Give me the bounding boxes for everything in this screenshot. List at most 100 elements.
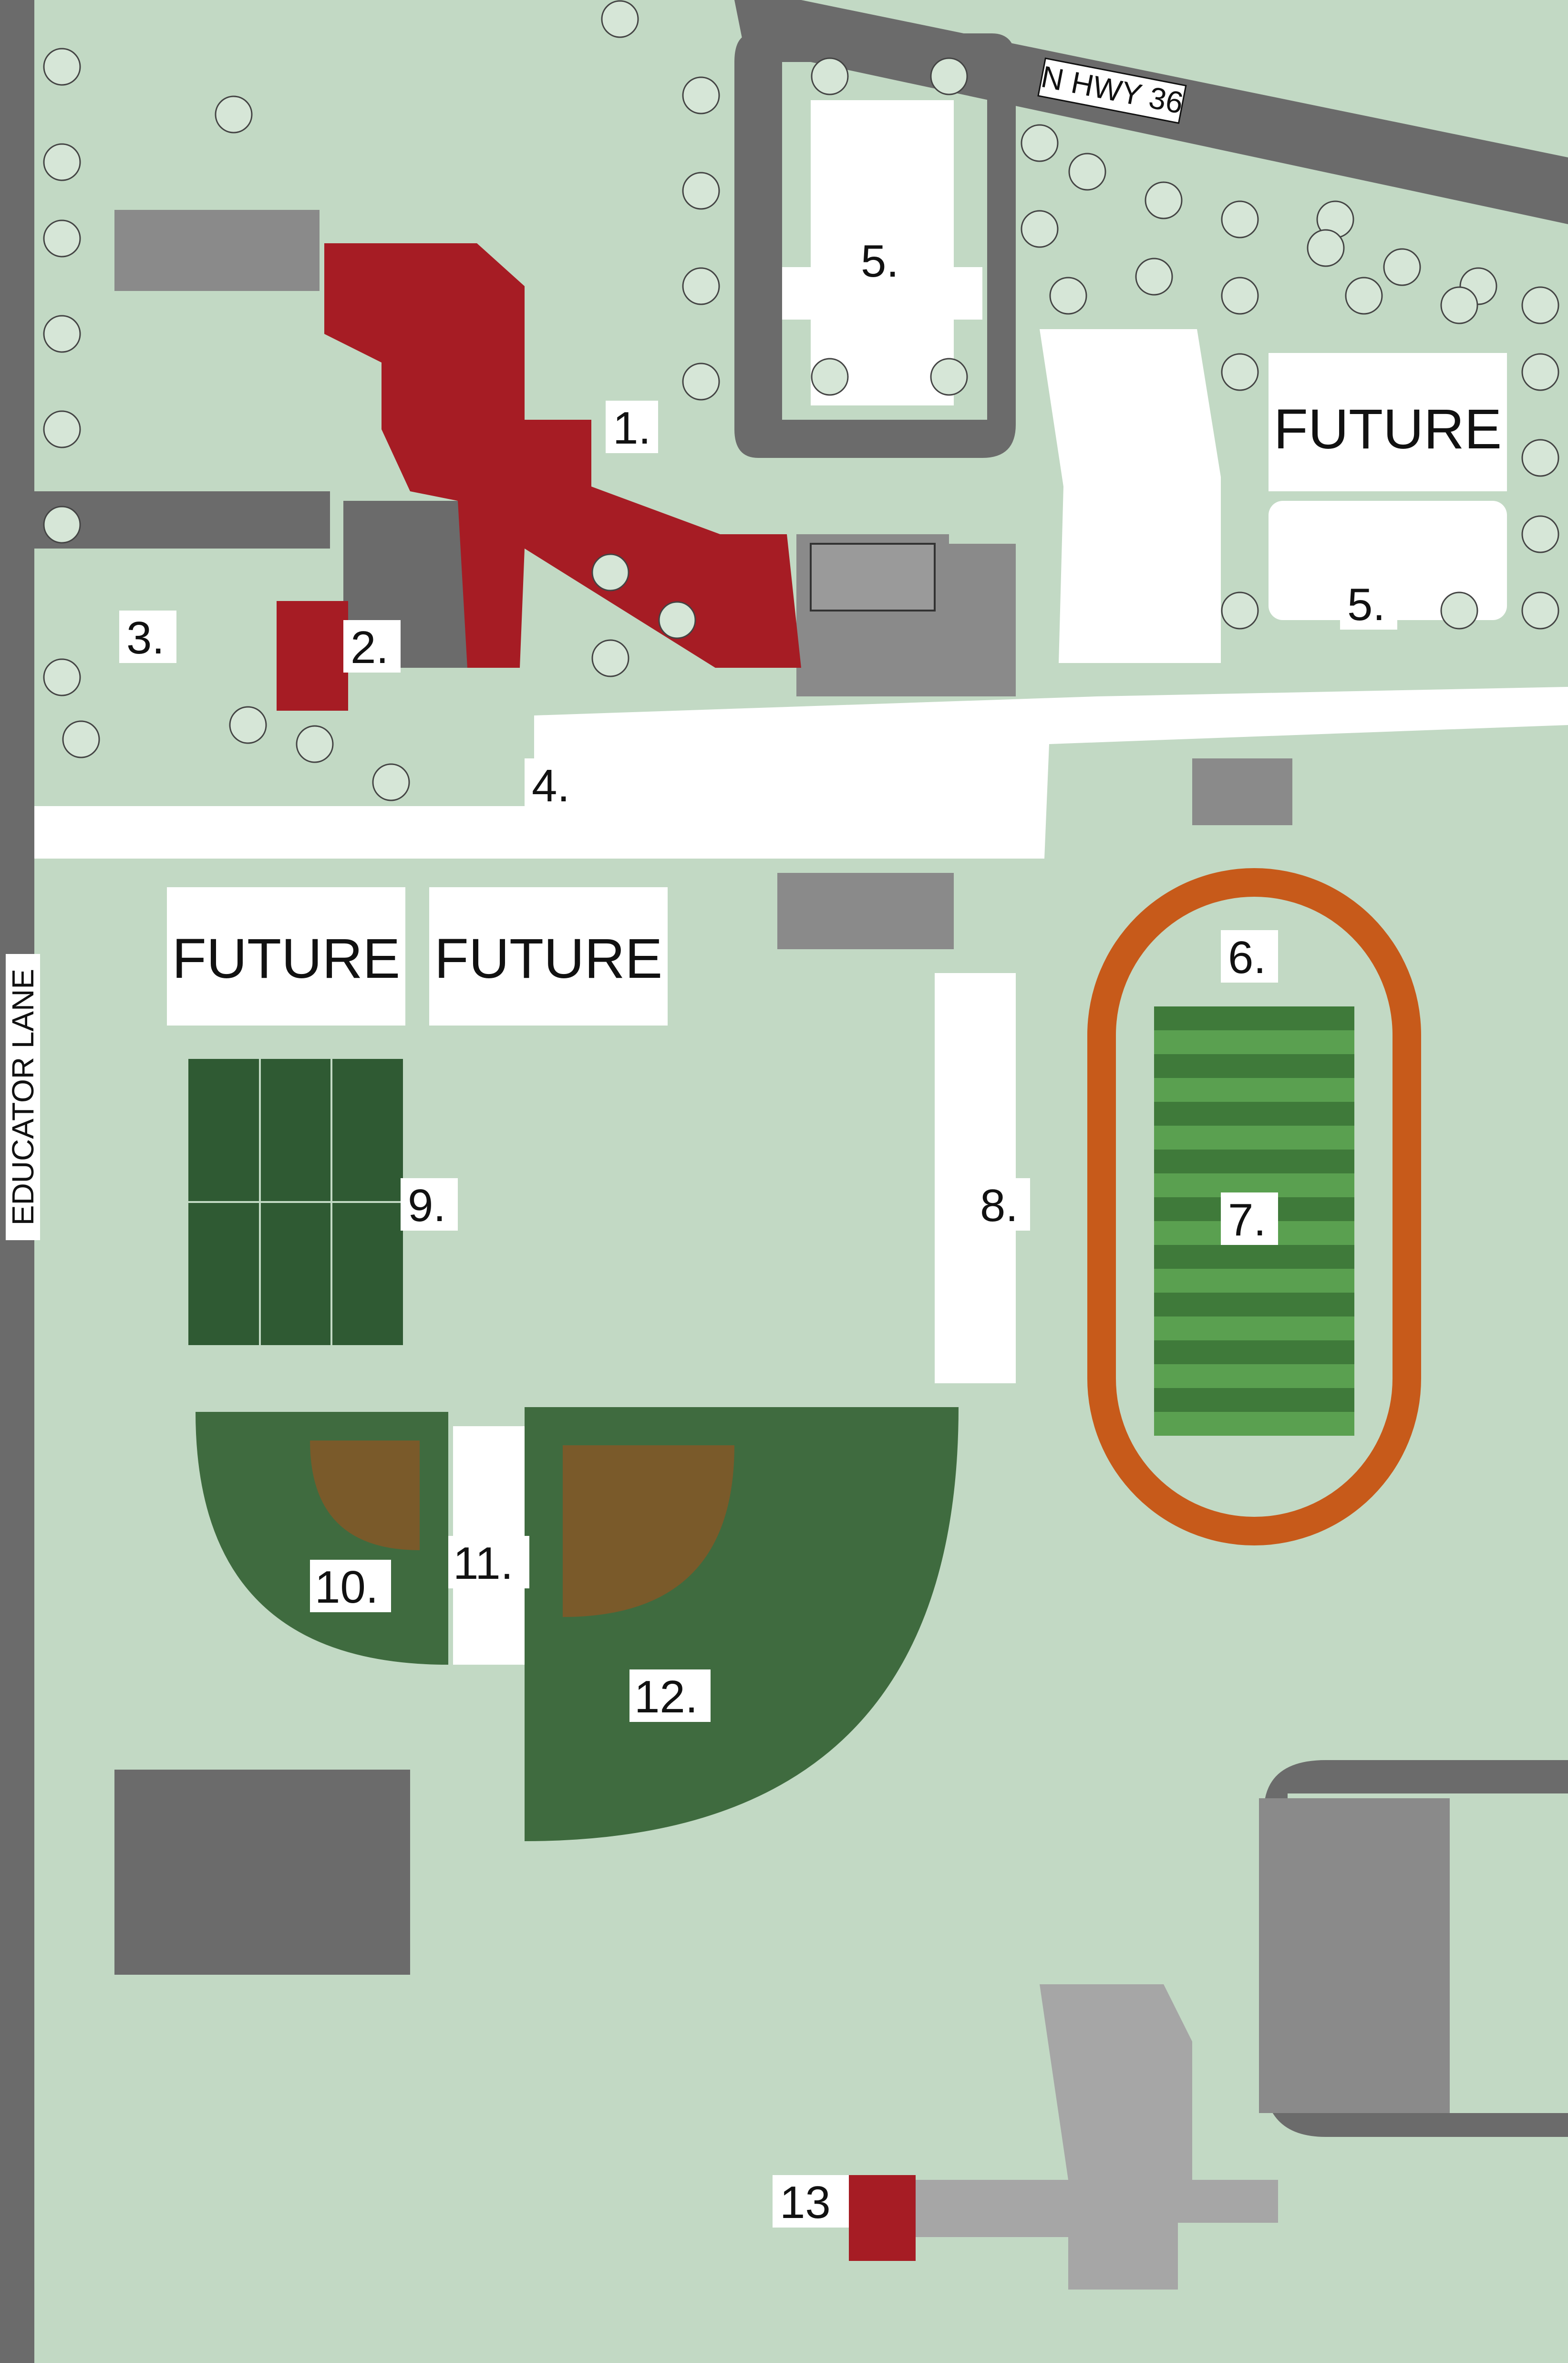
softball-infield xyxy=(310,1441,420,1550)
label-13: 13 xyxy=(780,2177,831,2228)
tree-icon xyxy=(1440,286,1478,324)
north-parking-loop-road xyxy=(734,33,1016,458)
tree-icon xyxy=(62,720,100,758)
tree-icon xyxy=(658,601,696,639)
lane-label-group: EDUCATOR LANE xyxy=(6,954,40,1240)
tree-icon xyxy=(1440,591,1478,630)
football-stripe xyxy=(1154,1126,1354,1150)
tree-icon xyxy=(1049,277,1087,315)
football-stripe xyxy=(1154,1030,1354,1054)
football-stripe xyxy=(1154,1316,1354,1340)
tree-icon xyxy=(43,48,81,86)
tree-icon xyxy=(215,95,253,134)
future-west-1-label: FUTURE xyxy=(172,927,401,990)
tree-icon xyxy=(1521,439,1559,477)
label-6: 6. xyxy=(1228,932,1266,983)
tree-icon xyxy=(1135,258,1173,296)
press-box-building xyxy=(1192,758,1292,825)
tree-icon xyxy=(1521,353,1559,391)
tree-icon xyxy=(682,267,720,305)
label-5b: 5. xyxy=(1347,579,1385,630)
future-west-2-box xyxy=(429,887,668,1026)
tree-icon xyxy=(1221,353,1259,391)
gym-annex-building xyxy=(949,544,1016,696)
label-9: 9. xyxy=(408,1180,446,1231)
tree-icon xyxy=(682,363,720,401)
label-10-box xyxy=(310,1560,391,1612)
tree-icon xyxy=(811,358,849,396)
east-drive-paving xyxy=(1040,329,1221,663)
tree-icon xyxy=(1145,181,1183,219)
southeast-parking-lot xyxy=(1259,1798,1450,2113)
tree-icon xyxy=(43,410,81,448)
future-east-parking xyxy=(1269,501,1507,620)
label-10: 10. xyxy=(315,1562,378,1613)
tree-icon xyxy=(43,506,81,544)
lane-label: EDUCATOR LANE xyxy=(6,969,40,1225)
label-5b-box xyxy=(1340,577,1397,630)
tree-icon xyxy=(1068,153,1106,191)
label-13-box xyxy=(773,2175,849,2228)
tree-icon xyxy=(1221,200,1259,238)
tree-icon xyxy=(930,57,968,95)
concessions-building xyxy=(777,873,954,949)
future-east-label: FUTURE xyxy=(1274,398,1502,461)
tree-icon xyxy=(43,143,81,181)
tree-icon xyxy=(1307,229,1345,267)
label-11: 11. xyxy=(453,1538,513,1589)
label-2-box xyxy=(343,620,401,673)
label-8: 8. xyxy=(980,1180,1018,1231)
new-academic-wing xyxy=(324,243,801,668)
tree-icon xyxy=(1521,286,1559,324)
tree-icon xyxy=(601,0,639,38)
new-elementary-addition xyxy=(849,2175,916,2261)
label-3-box xyxy=(119,611,176,663)
football-stripe xyxy=(1154,1078,1354,1102)
football-stripe xyxy=(1154,1412,1354,1436)
tree-icon xyxy=(372,763,410,801)
label-4-box xyxy=(525,758,582,811)
tree-icon xyxy=(1521,515,1559,553)
label-8-box xyxy=(973,1178,1030,1231)
tree-icon xyxy=(229,706,267,744)
label-9-box xyxy=(401,1178,458,1231)
lane-label-box xyxy=(6,954,40,1240)
baseball-infield xyxy=(563,1445,734,1617)
future-west-2-label: FUTURE xyxy=(434,927,663,990)
tree-icon xyxy=(682,172,720,210)
new-vocational-building xyxy=(277,601,348,711)
tree-icon xyxy=(1345,277,1383,315)
future-east-box xyxy=(1269,353,1507,491)
southwest-parking-pad xyxy=(114,1770,410,1975)
label-12: 12. xyxy=(634,1671,698,1722)
tree-icon xyxy=(43,658,81,696)
tree-icon xyxy=(43,315,81,353)
label-2: 2. xyxy=(351,622,389,673)
tree-icon xyxy=(1521,591,1559,630)
elementary-school-building xyxy=(916,1984,1278,2290)
site-labels: 1. 2. 3. 4. 5. 5. 6. 7. 8. 9. 10. 11. 12… xyxy=(119,234,1397,2228)
tree-icon xyxy=(591,639,629,677)
football-stripe xyxy=(1154,1269,1354,1293)
label-7-box xyxy=(1221,1192,1278,1245)
tree-icon xyxy=(811,57,849,95)
football-stripe xyxy=(1154,1364,1354,1388)
label-1-box xyxy=(606,401,658,453)
tree-icon xyxy=(1221,591,1259,630)
tree-icon xyxy=(591,553,629,591)
label-5a: 5. xyxy=(861,236,899,287)
tree-icon xyxy=(1021,124,1059,162)
tree-icon xyxy=(930,358,968,396)
highway-label-box xyxy=(1037,57,1187,124)
label-1: 1. xyxy=(613,403,651,454)
trees-group xyxy=(43,0,1559,801)
tree-icon xyxy=(1021,210,1059,248)
west-wing-building xyxy=(114,210,320,291)
label-12-box xyxy=(629,1669,711,1722)
tree-icon xyxy=(43,219,81,258)
tree-icon xyxy=(1383,248,1421,286)
tree-icon xyxy=(1221,277,1259,315)
tree-icon xyxy=(296,725,334,763)
label-7: 7. xyxy=(1228,1194,1266,1245)
